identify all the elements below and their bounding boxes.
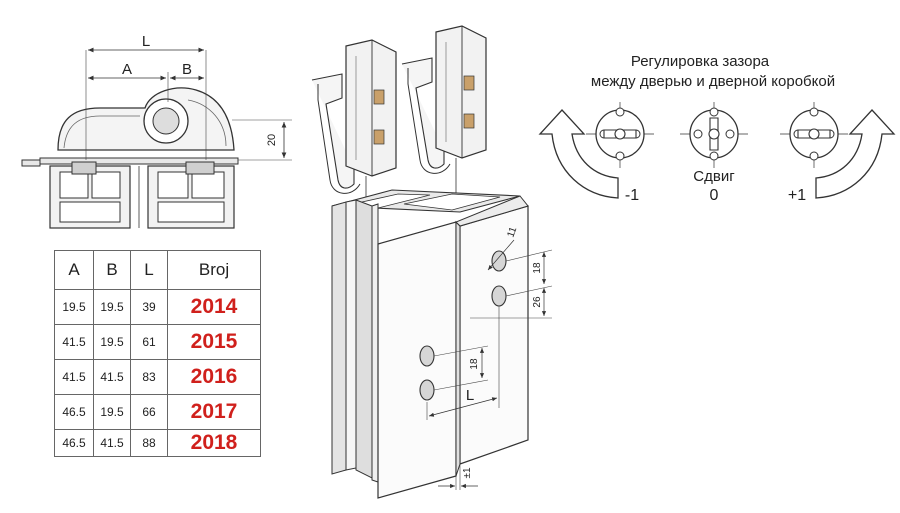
cell-l: 66 — [130, 394, 168, 430]
cell-broj: 2014 — [167, 289, 261, 325]
header-a: A — [54, 250, 94, 290]
adjuster-center — [680, 102, 748, 168]
header-broj: Broj — [167, 250, 261, 290]
dim-B-label: B — [182, 61, 192, 78]
cell-broj: 2017 — [167, 394, 261, 430]
cell-a: 46.5 — [54, 394, 94, 430]
adjustment-diagram: Регулировка зазора между дверью и дверно… — [538, 53, 896, 204]
hole-lower-1 — [419, 345, 435, 367]
adjust-shift-label: Сдвиг — [693, 168, 735, 185]
header-l: L — [130, 250, 168, 290]
dim-A-label: A — [122, 61, 132, 78]
table-row: 19.5 19.5 39 2014 — [54, 289, 261, 325]
hole-upper-1 — [491, 250, 507, 272]
rotate-left-arrow — [538, 109, 619, 199]
cell-a: 41.5 — [54, 324, 94, 360]
cell-b: 19.5 — [93, 324, 131, 360]
table-row: 46.5 19.5 66 2017 — [54, 394, 261, 430]
cell-broj: 2015 — [167, 324, 261, 360]
hinge-leaf-right — [401, 25, 487, 174]
profile-3d-view: 11 18 26 18 L ±1 — [311, 25, 553, 499]
cell-a: 46.5 — [54, 429, 94, 457]
dim-L-3d: L — [466, 387, 474, 404]
adjust-minus-label: -1 — [625, 187, 639, 204]
hole-lower-2 — [419, 379, 435, 401]
cell-broj: 2018 — [167, 429, 261, 457]
adjuster-minus — [586, 102, 654, 168]
dim-height-label: 20 — [266, 134, 278, 146]
table-row: 41.5 19.5 61 2015 — [54, 324, 261, 360]
adjustment-title-line2: между дверью и дверной коробкой — [591, 73, 835, 90]
cell-broj: 2016 — [167, 359, 261, 395]
table-row: 46.5 41.5 88 2018 — [54, 429, 261, 457]
cell-b: 41.5 — [93, 429, 131, 457]
rotate-right-arrow — [815, 109, 896, 199]
dim-tolerance: ±1 — [462, 467, 473, 478]
cell-b: 41.5 — [93, 359, 131, 395]
table-row: 41.5 41.5 83 2016 — [54, 359, 261, 395]
cell-l: 88 — [130, 429, 168, 457]
dim-bottom-spacing: 18 — [469, 358, 480, 370]
cell-a: 41.5 — [54, 359, 94, 395]
cell-b: 19.5 — [93, 289, 131, 325]
spec-table: A B L Broj 19.5 19.5 39 2014 41.5 19.5 6… — [54, 250, 261, 457]
dim-hole-diameter: 11 — [505, 225, 519, 239]
adjustment-title-line1: Регулировка зазора — [631, 53, 770, 70]
hinge-leaf-left — [311, 39, 397, 194]
adjust-plus-label: +1 — [788, 187, 806, 204]
cell-l: 39 — [130, 289, 168, 325]
cell-a: 19.5 — [54, 289, 94, 325]
cell-l: 83 — [130, 359, 168, 395]
cell-b: 19.5 — [93, 394, 131, 430]
dim-top-offset: 26 — [532, 296, 543, 308]
hinge-profile-section — [21, 87, 239, 229]
dim-top-spacing: 18 — [532, 262, 543, 274]
cell-l: 61 — [130, 324, 168, 360]
adjuster-plus — [780, 102, 848, 168]
adjust-zero-label: 0 — [710, 187, 719, 204]
table-header-row: A B L Broj — [54, 250, 261, 290]
header-b: B — [93, 250, 131, 290]
dim-L-label: L — [142, 33, 150, 50]
profile-dimensions: L A B 20 — [85, 33, 292, 161]
hole-upper-2 — [491, 285, 507, 307]
